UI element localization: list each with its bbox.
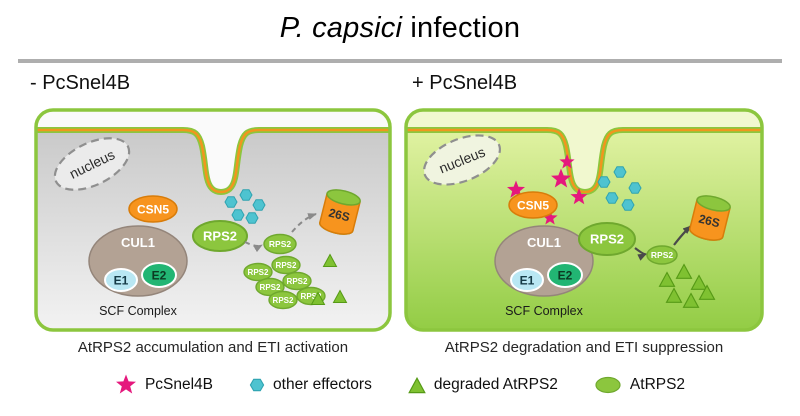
legend-item-pcsnel4b: PcSnel4B [115, 374, 213, 396]
scf-complex-label: SCF Complex [99, 304, 178, 318]
title-divider [18, 59, 782, 63]
rps2-small: RPS2 [263, 233, 297, 255]
panel-border [404, 108, 764, 332]
svg-text:RPS2: RPS2 [248, 268, 269, 277]
cul1-label: CUL1 [121, 235, 155, 250]
effector-icon [239, 189, 253, 201]
scf-complex: CUL1 E1 E2 [494, 225, 594, 297]
rps2-small-label: RPS2 [269, 239, 291, 249]
rps2-label: RPS2 [590, 232, 624, 247]
legend-label: degraded AtRPS2 [433, 376, 558, 393]
degraded-triangle-icon [408, 377, 426, 393]
csn5-shape [128, 195, 178, 223]
atrps2-ellipse-icon [595, 376, 621, 394]
svg-text:RPS2: RPS2 [301, 292, 322, 301]
proteasome-label: 26S [327, 206, 351, 225]
svg-text:RPS2: RPS2 [287, 277, 308, 286]
csn5: CSN5 [508, 191, 558, 219]
rps2: RPS2 [192, 220, 248, 252]
proteasome-26s: 26S [689, 195, 731, 241]
effector-icon [252, 199, 266, 211]
effector-icon [245, 212, 259, 224]
e1: E1 [510, 268, 544, 292]
rps2-shape [192, 220, 248, 252]
csn5-label: CSN5 [517, 199, 549, 213]
arrow-rps2-to-small [634, 247, 647, 261]
panel-border [34, 108, 392, 332]
legend-item-degraded: degraded AtRPS2 [408, 376, 558, 394]
svg-text:RPS2: RPS2 [276, 261, 297, 270]
e2-shape [547, 262, 583, 288]
legend-label: PcSnel4B [144, 376, 214, 393]
e2: E2 [141, 262, 177, 288]
legend-label: other effectors [273, 376, 372, 393]
effector-icon [628, 182, 642, 194]
rps2-small: RPS2 [646, 245, 678, 265]
panel-label-plus: + PcSnel4B [412, 72, 518, 94]
scf-complex: CUL1 E1 E2 [88, 225, 188, 297]
proteasome-label: 26S [697, 212, 721, 231]
effector-icon [613, 166, 627, 178]
title-species: P. capsici [279, 12, 403, 44]
effector-icon [597, 176, 611, 188]
nucleus-outline [422, 134, 502, 186]
e2-label: E2 [152, 269, 167, 283]
csn5-shape [508, 191, 558, 219]
effector-icon [224, 196, 238, 208]
effector-icon [231, 209, 245, 221]
rps2: RPS2 [578, 222, 636, 256]
nucleus: nucleus [422, 134, 502, 186]
rps2-small-shape [646, 245, 678, 265]
panel-minus-pcsnel4b: nucleus CSN5 CUL1 E1 [34, 108, 392, 332]
dashed-arrow-pool-to-26s [291, 213, 317, 233]
e1-label: E1 [114, 274, 129, 288]
e2-label: E2 [558, 269, 573, 283]
svg-text:RPS2: RPS2 [273, 296, 294, 305]
nucleus: nucleus [53, 137, 131, 191]
proteasome-26s: 26S [319, 189, 361, 235]
cell-wall [406, 128, 762, 194]
title-rest: infection [402, 12, 521, 44]
csn5-label: CSN5 [137, 203, 169, 217]
legend-label: AtRPS2 [629, 376, 686, 393]
legend-item-effectors: other effectors [249, 376, 372, 394]
rps2-label: RPS2 [203, 229, 237, 244]
figure-title: P. capsici infection [0, 12, 800, 45]
e1-label: E1 [520, 274, 535, 288]
csn5: CSN5 [128, 195, 178, 223]
pcsnel4b-star-icon [115, 374, 136, 394]
rps2-small-shape [263, 233, 297, 255]
legend: PcSnel4B other effectors degraded AtRPS2… [0, 374, 800, 396]
cell-wall [36, 128, 390, 194]
panel-label-minus: - PcSnel4B [30, 72, 131, 94]
legend-item-atrps2: AtRPS2 [594, 376, 685, 394]
effector-icon [605, 192, 619, 204]
dashed-arrow-rps2-to-pool [244, 241, 263, 253]
e1: E1 [104, 268, 138, 292]
nucleus-outline [53, 137, 131, 191]
e2: E2 [547, 262, 583, 288]
cul1-label: CUL1 [527, 235, 561, 250]
e2-shape [141, 262, 177, 288]
panel-plus-pcsnel4b: nucleus CSN5 [404, 108, 764, 332]
e1-shape [104, 268, 138, 292]
svg-text:RPS2: RPS2 [260, 283, 281, 292]
e1-shape [510, 268, 544, 292]
caption-right: AtRPS2 degradation and ETI suppression [444, 339, 724, 356]
effector-hexagon-icon [249, 378, 265, 392]
rps2-small-label: RPS2 [651, 250, 673, 260]
rps2-shape [578, 222, 636, 256]
scf-complex-label: SCF Complex [505, 304, 584, 318]
effector-icon [621, 199, 635, 211]
caption-left: AtRPS2 accumulation and ETI activation [77, 339, 349, 356]
